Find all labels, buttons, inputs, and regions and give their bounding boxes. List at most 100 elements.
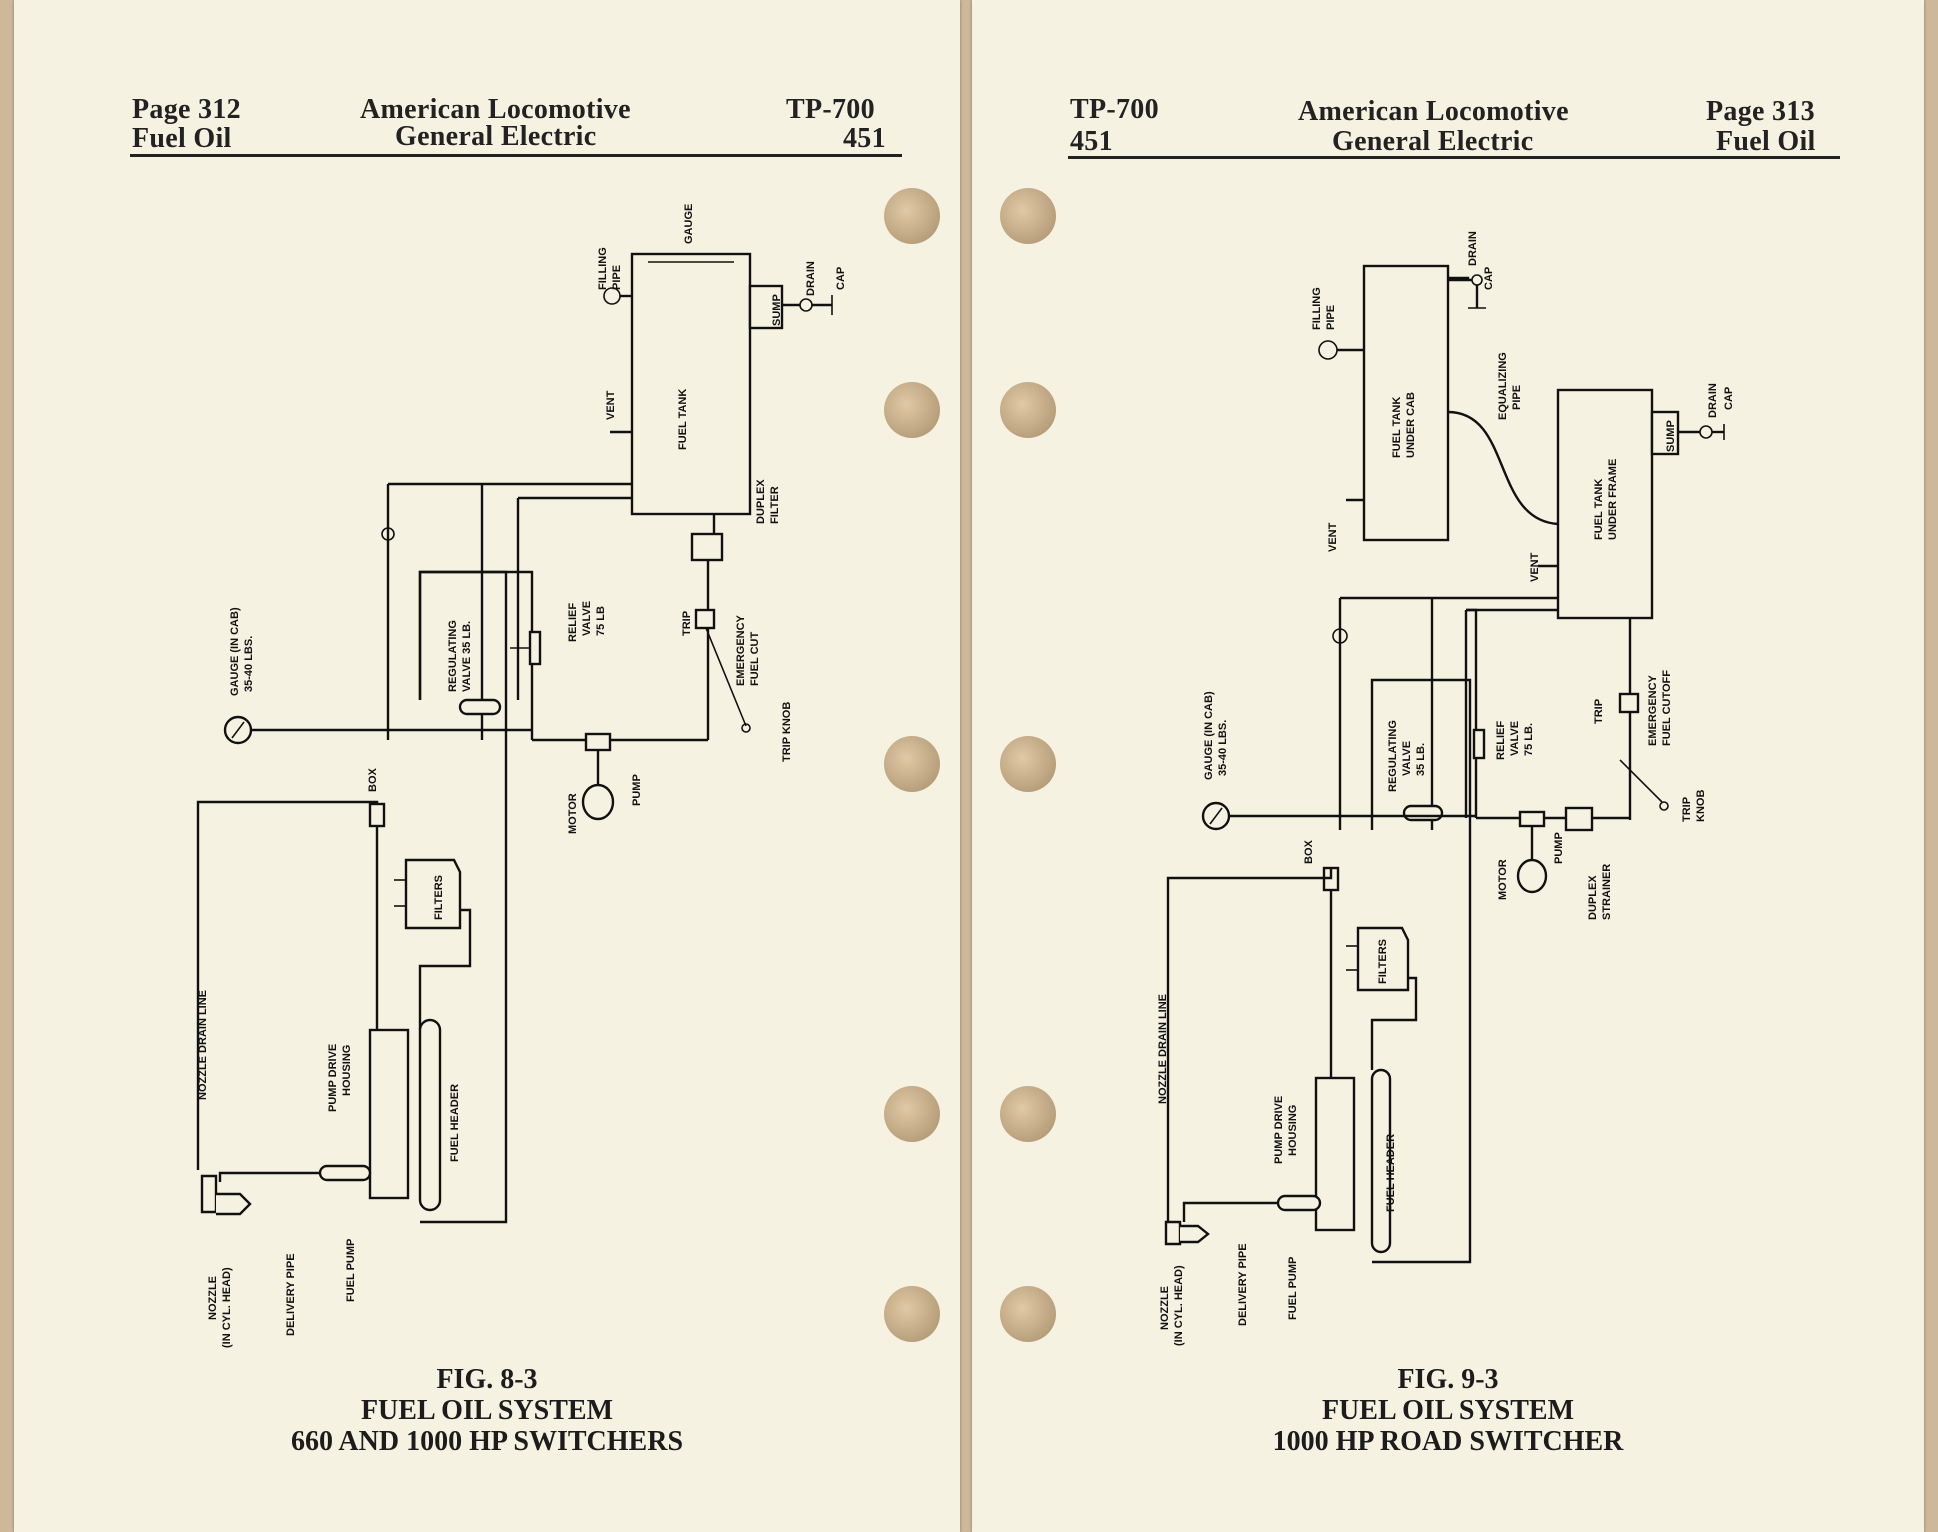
label-relief-3: 75 LB [595, 606, 607, 636]
section-title: Fuel Oil [1716, 126, 1816, 157]
label-vent: VENT [605, 390, 617, 420]
label-emergency-2: FUEL CUT [749, 632, 761, 686]
relief-valve [528, 630, 542, 666]
label-trip-knob-1: TRIP [1681, 797, 1693, 822]
label-gauge: GAUGE [683, 204, 695, 244]
emergency-fuel-cutoff [1618, 692, 1640, 714]
doc-number: TP-700 [786, 94, 875, 125]
label-equalizing-2: PIPE [1511, 385, 1523, 410]
trip-cable [705, 627, 747, 727]
label-nozzle-drain: NOZZLE DRAIN LINE [197, 990, 209, 1100]
label-motor: MOTOR [1497, 859, 1509, 900]
label-fuel-tank: FUEL TANK [677, 389, 689, 450]
pump [1518, 810, 1546, 828]
label-regulating-1: REGULATING [447, 620, 459, 692]
label-gauge-cab-2: 35-40 LBS. [1217, 720, 1229, 776]
filling-pipe [1318, 340, 1338, 360]
label-filling-pipe-1: FILLING [1311, 287, 1323, 330]
delivery-pipe [218, 1171, 320, 1182]
fuel-header [1370, 1068, 1392, 1254]
label-duplex-1: DUPLEX [755, 479, 767, 524]
section-title: Fuel Oil [132, 123, 232, 154]
motor [1516, 858, 1548, 894]
filters [1356, 926, 1410, 992]
fuel-tank [630, 252, 752, 516]
label-nozzle-2: (IN CYL. HEAD) [221, 1267, 233, 1348]
duplex-strainer [1564, 806, 1594, 832]
drain-valve-frame [1699, 425, 1713, 439]
box [368, 802, 386, 828]
doc-number: TP-700 [1070, 94, 1159, 125]
label-vent-cab: VENT [1327, 522, 1339, 552]
label-pump-drive-2: HOUSING [1287, 1105, 1299, 1156]
company-line-1: American Locomotive [1298, 96, 1569, 127]
fuel-pump [1276, 1194, 1322, 1212]
figure-title: FUEL OIL SYSTEM [360, 1395, 614, 1426]
label-sump: SUMP [1665, 420, 1677, 452]
label-vent-frame: VENT [1529, 552, 1541, 582]
delivery-pipe [1182, 1201, 1278, 1222]
label-nozzle-2: (IN CYL. HEAD) [1173, 1265, 1185, 1346]
figure-caption: FIG. 8-3 FUEL OIL SYSTEM 660 AND 1000 HP… [14, 1364, 960, 1457]
label-nozzle-drain: NOZZLE DRAIN LINE [1157, 994, 1169, 1104]
label-tank-frame-2: UNDER FRAME [1607, 459, 1619, 540]
label-delivery-pipe: DELIVERY PIPE [1237, 1243, 1249, 1326]
fuel-oil-diagram-fig-8-3: GAUGE FILLING PIPE DRAIN CAP SUMP VENT F… [196, 204, 847, 1348]
label-drain-2: DRAIN [1707, 383, 1719, 418]
fuel-header [418, 1018, 442, 1212]
binder-hole [884, 1286, 940, 1342]
label-filling-pipe-2: PIPE [611, 265, 623, 290]
figure-caption: FIG. 9-3 FUEL OIL SYSTEM 1000 HP ROAD SW… [972, 1364, 1924, 1457]
trip-cable [1619, 759, 1663, 803]
label-trip: TRIP [1593, 699, 1605, 724]
label-motor: MOTOR [567, 793, 579, 834]
label-cap: CAP [835, 267, 847, 290]
fuel-oil-diagram-fig-9-3: DRAIN CAP FILLING PIPE FUEL TANK UNDER C… [1157, 231, 1735, 1346]
label-fuel-pump: FUEL PUMP [345, 1239, 357, 1302]
doc-sub-number: 451 [843, 123, 886, 154]
duplex-filter [690, 532, 724, 562]
label-duplex-strainer-2: STRAINER [1601, 864, 1613, 920]
figure-title: FUEL OIL SYSTEM [1321, 1395, 1575, 1426]
label-relief-2: VALVE [1509, 721, 1521, 756]
label-trip: TRIP [681, 611, 693, 636]
figure-subtitle: 1000 HP ROAD SWITCHER [1272, 1426, 1624, 1457]
binder-hole [1000, 382, 1056, 438]
company-line-1: American Locomotive [360, 94, 631, 125]
label-fuel-header: FUEL HEADER [1385, 1134, 1397, 1212]
label-box: BOX [1303, 840, 1315, 865]
figure-subtitle: 660 AND 1000 HP SWITCHERS [290, 1426, 684, 1457]
label-filling-pipe-1: FILLING [597, 247, 609, 290]
drain-valve [799, 298, 813, 312]
label-emergency-1: EMERGENCY [735, 614, 747, 686]
right-page: TP-700 451 American Locomotive General E… [972, 0, 1924, 1532]
binder-hole [1000, 1286, 1056, 1342]
label-duplex-strainer-1: DUPLEX [1587, 875, 1599, 920]
nozzle [200, 1174, 218, 1214]
trip-knob [741, 723, 751, 733]
label-relief-3: 75 LB. [1523, 723, 1535, 756]
label-duplex-2: FILTER [769, 486, 781, 524]
label-equalizing-1: EQUALIZING [1497, 352, 1509, 420]
motor [581, 783, 615, 821]
nozzle [1164, 1220, 1182, 1246]
label-drain: DRAIN [1467, 231, 1479, 266]
label-nozzle-1: NOZZLE [207, 1276, 219, 1320]
label-relief-1: RELIEF [1495, 721, 1507, 760]
pump [584, 732, 612, 752]
label-cap: CAP [1483, 267, 1495, 290]
label-emergency-2: FUEL CUTOFF [1661, 670, 1673, 746]
label-trip-knob: TRIP KNOB [781, 702, 793, 762]
fuel-pump [318, 1164, 372, 1182]
label-sump: SUMP [771, 294, 783, 326]
doc-sub-number: 451 [1070, 126, 1113, 157]
label-delivery-pipe: DELIVERY PIPE [285, 1253, 297, 1336]
trip-knob [1659, 801, 1669, 811]
label-filters: FILTERS [1377, 939, 1389, 984]
binder-hole [1000, 736, 1056, 792]
fuel-tank-under-cab [1362, 264, 1450, 542]
label-relief-1: RELIEF [567, 603, 579, 642]
fuel-tank-under-frame [1556, 388, 1654, 620]
figure-number: FIG. 9-3 [1397, 1364, 1499, 1395]
label-regulating-2: VALVE 35 LB. [461, 621, 473, 692]
